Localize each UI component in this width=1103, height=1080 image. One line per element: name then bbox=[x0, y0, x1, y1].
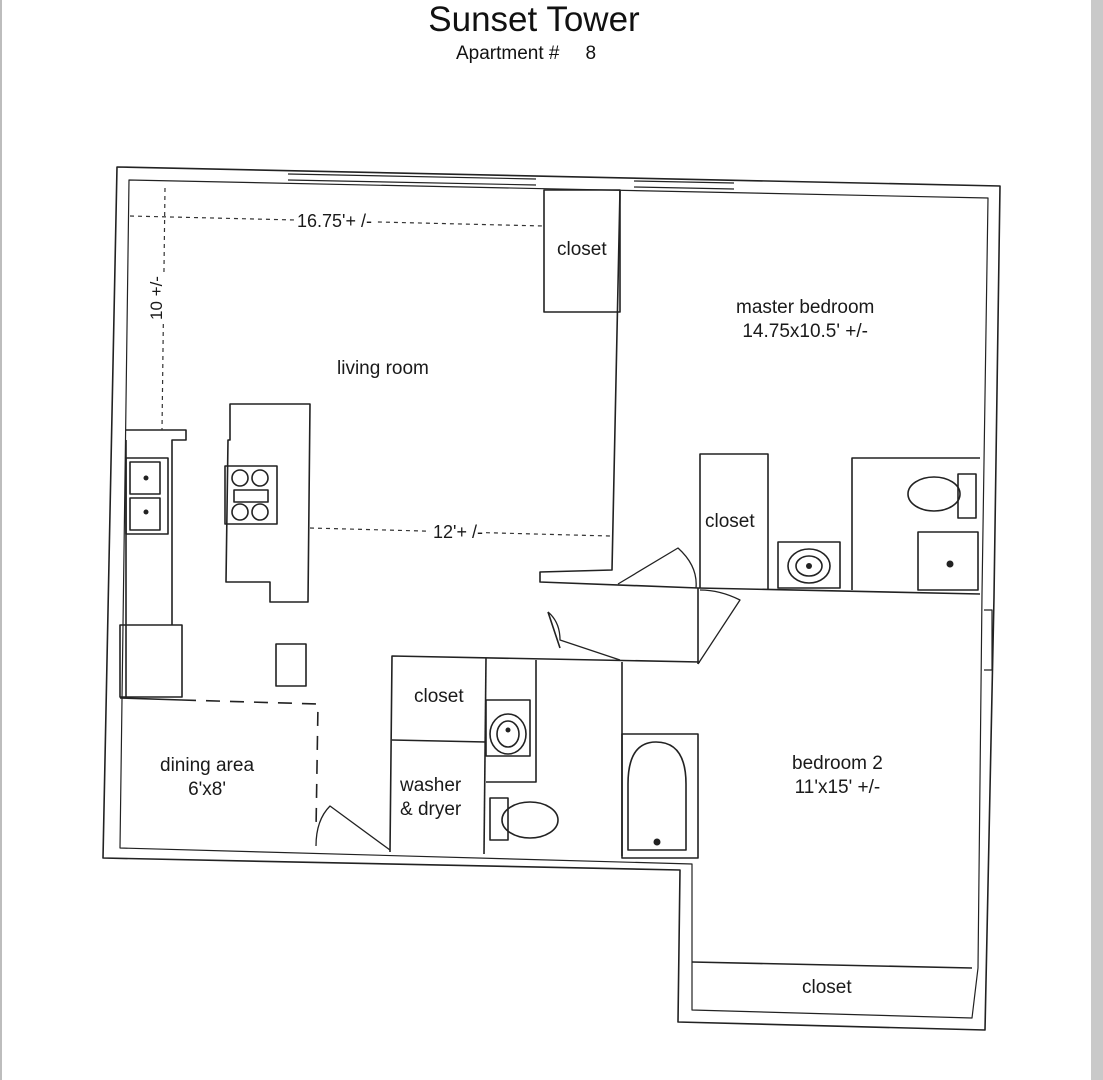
window-right bbox=[984, 609, 993, 671]
washer-dryer-line2: & dryer bbox=[400, 799, 462, 820]
bathtub bbox=[627, 741, 687, 851]
apartment-label: Apartment # bbox=[456, 43, 560, 64]
kitchen-counter-left bbox=[126, 429, 187, 625]
window-top-left bbox=[287, 173, 537, 186]
closet-master-label: closet bbox=[705, 511, 755, 532]
inner-wall bbox=[119, 179, 989, 1019]
bathroom-wall bbox=[486, 660, 537, 783]
master-bedroom-name: master bedroom bbox=[736, 297, 875, 318]
washer-dryer-label: washer & dryer bbox=[400, 774, 461, 822]
dimension-line-kitchen-width bbox=[309, 527, 611, 537]
hall-toilet-bowl bbox=[501, 801, 559, 839]
wall-living-master bbox=[539, 189, 699, 589]
kitchen-stool bbox=[275, 643, 307, 687]
dining-area-name: dining area bbox=[160, 755, 255, 776]
living-room-label: living room bbox=[337, 358, 429, 379]
bedroom2-name: bedroom 2 bbox=[792, 753, 883, 774]
door-bedroom2 bbox=[697, 589, 741, 665]
dimension-living-height: 10 +/- bbox=[146, 273, 167, 323]
closet-living-box bbox=[543, 189, 621, 313]
door-master-bedroom bbox=[617, 547, 697, 589]
kitchen-sink bbox=[125, 457, 169, 535]
master-closet-wall bbox=[699, 453, 769, 590]
hall-closet-wall bbox=[389, 655, 701, 853]
apartment-number-value: 8 bbox=[585, 43, 597, 64]
dimension-line-living-width bbox=[129, 215, 545, 227]
master-bath-wall bbox=[851, 457, 980, 590]
dining-area-size: 6'x8' bbox=[188, 779, 226, 800]
page-title: Sunset Tower bbox=[428, 0, 640, 39]
stove bbox=[224, 465, 278, 525]
hall-bath-sink bbox=[485, 699, 531, 757]
closet-hall-label: closet bbox=[414, 686, 464, 707]
window-top-right bbox=[633, 180, 735, 190]
bedroom2-label: bedroom 2 11'x15' +/- bbox=[792, 752, 883, 800]
apartment-number: Apartment # 8 bbox=[456, 42, 596, 66]
closet-bedroom2-wall bbox=[691, 961, 973, 969]
hall-toilet-tank bbox=[489, 797, 509, 841]
bedroom2-size: 11'x15' +/- bbox=[794, 777, 881, 798]
dimension-kitchen-width: 12'+ /- bbox=[430, 521, 486, 543]
master-shower bbox=[917, 531, 979, 591]
master-toilet-bowl bbox=[907, 476, 961, 512]
washer-dryer-line1: washer bbox=[400, 775, 462, 796]
master-bath-sink bbox=[777, 541, 841, 589]
wall-master-bed2 bbox=[697, 587, 981, 595]
closet-living-label: closet bbox=[557, 239, 607, 260]
outer-wall bbox=[102, 166, 1001, 1031]
closet-bedroom2-label: closet bbox=[802, 977, 852, 998]
master-bedroom-size: 14.75x10.5' +/- bbox=[742, 321, 868, 342]
dining-area-outline bbox=[181, 699, 319, 831]
door-hall-bath bbox=[547, 611, 621, 661]
master-toilet-tank bbox=[957, 473, 977, 519]
kitchen-island bbox=[225, 403, 311, 603]
fridge bbox=[119, 624, 183, 698]
dimension-living-width: 16.75'+ /- bbox=[294, 210, 375, 232]
dining-area-label: dining area 6'x8' bbox=[160, 754, 254, 802]
entry-door bbox=[315, 805, 391, 851]
master-bedroom-label: master bedroom 14.75x10.5' +/- bbox=[736, 296, 874, 344]
